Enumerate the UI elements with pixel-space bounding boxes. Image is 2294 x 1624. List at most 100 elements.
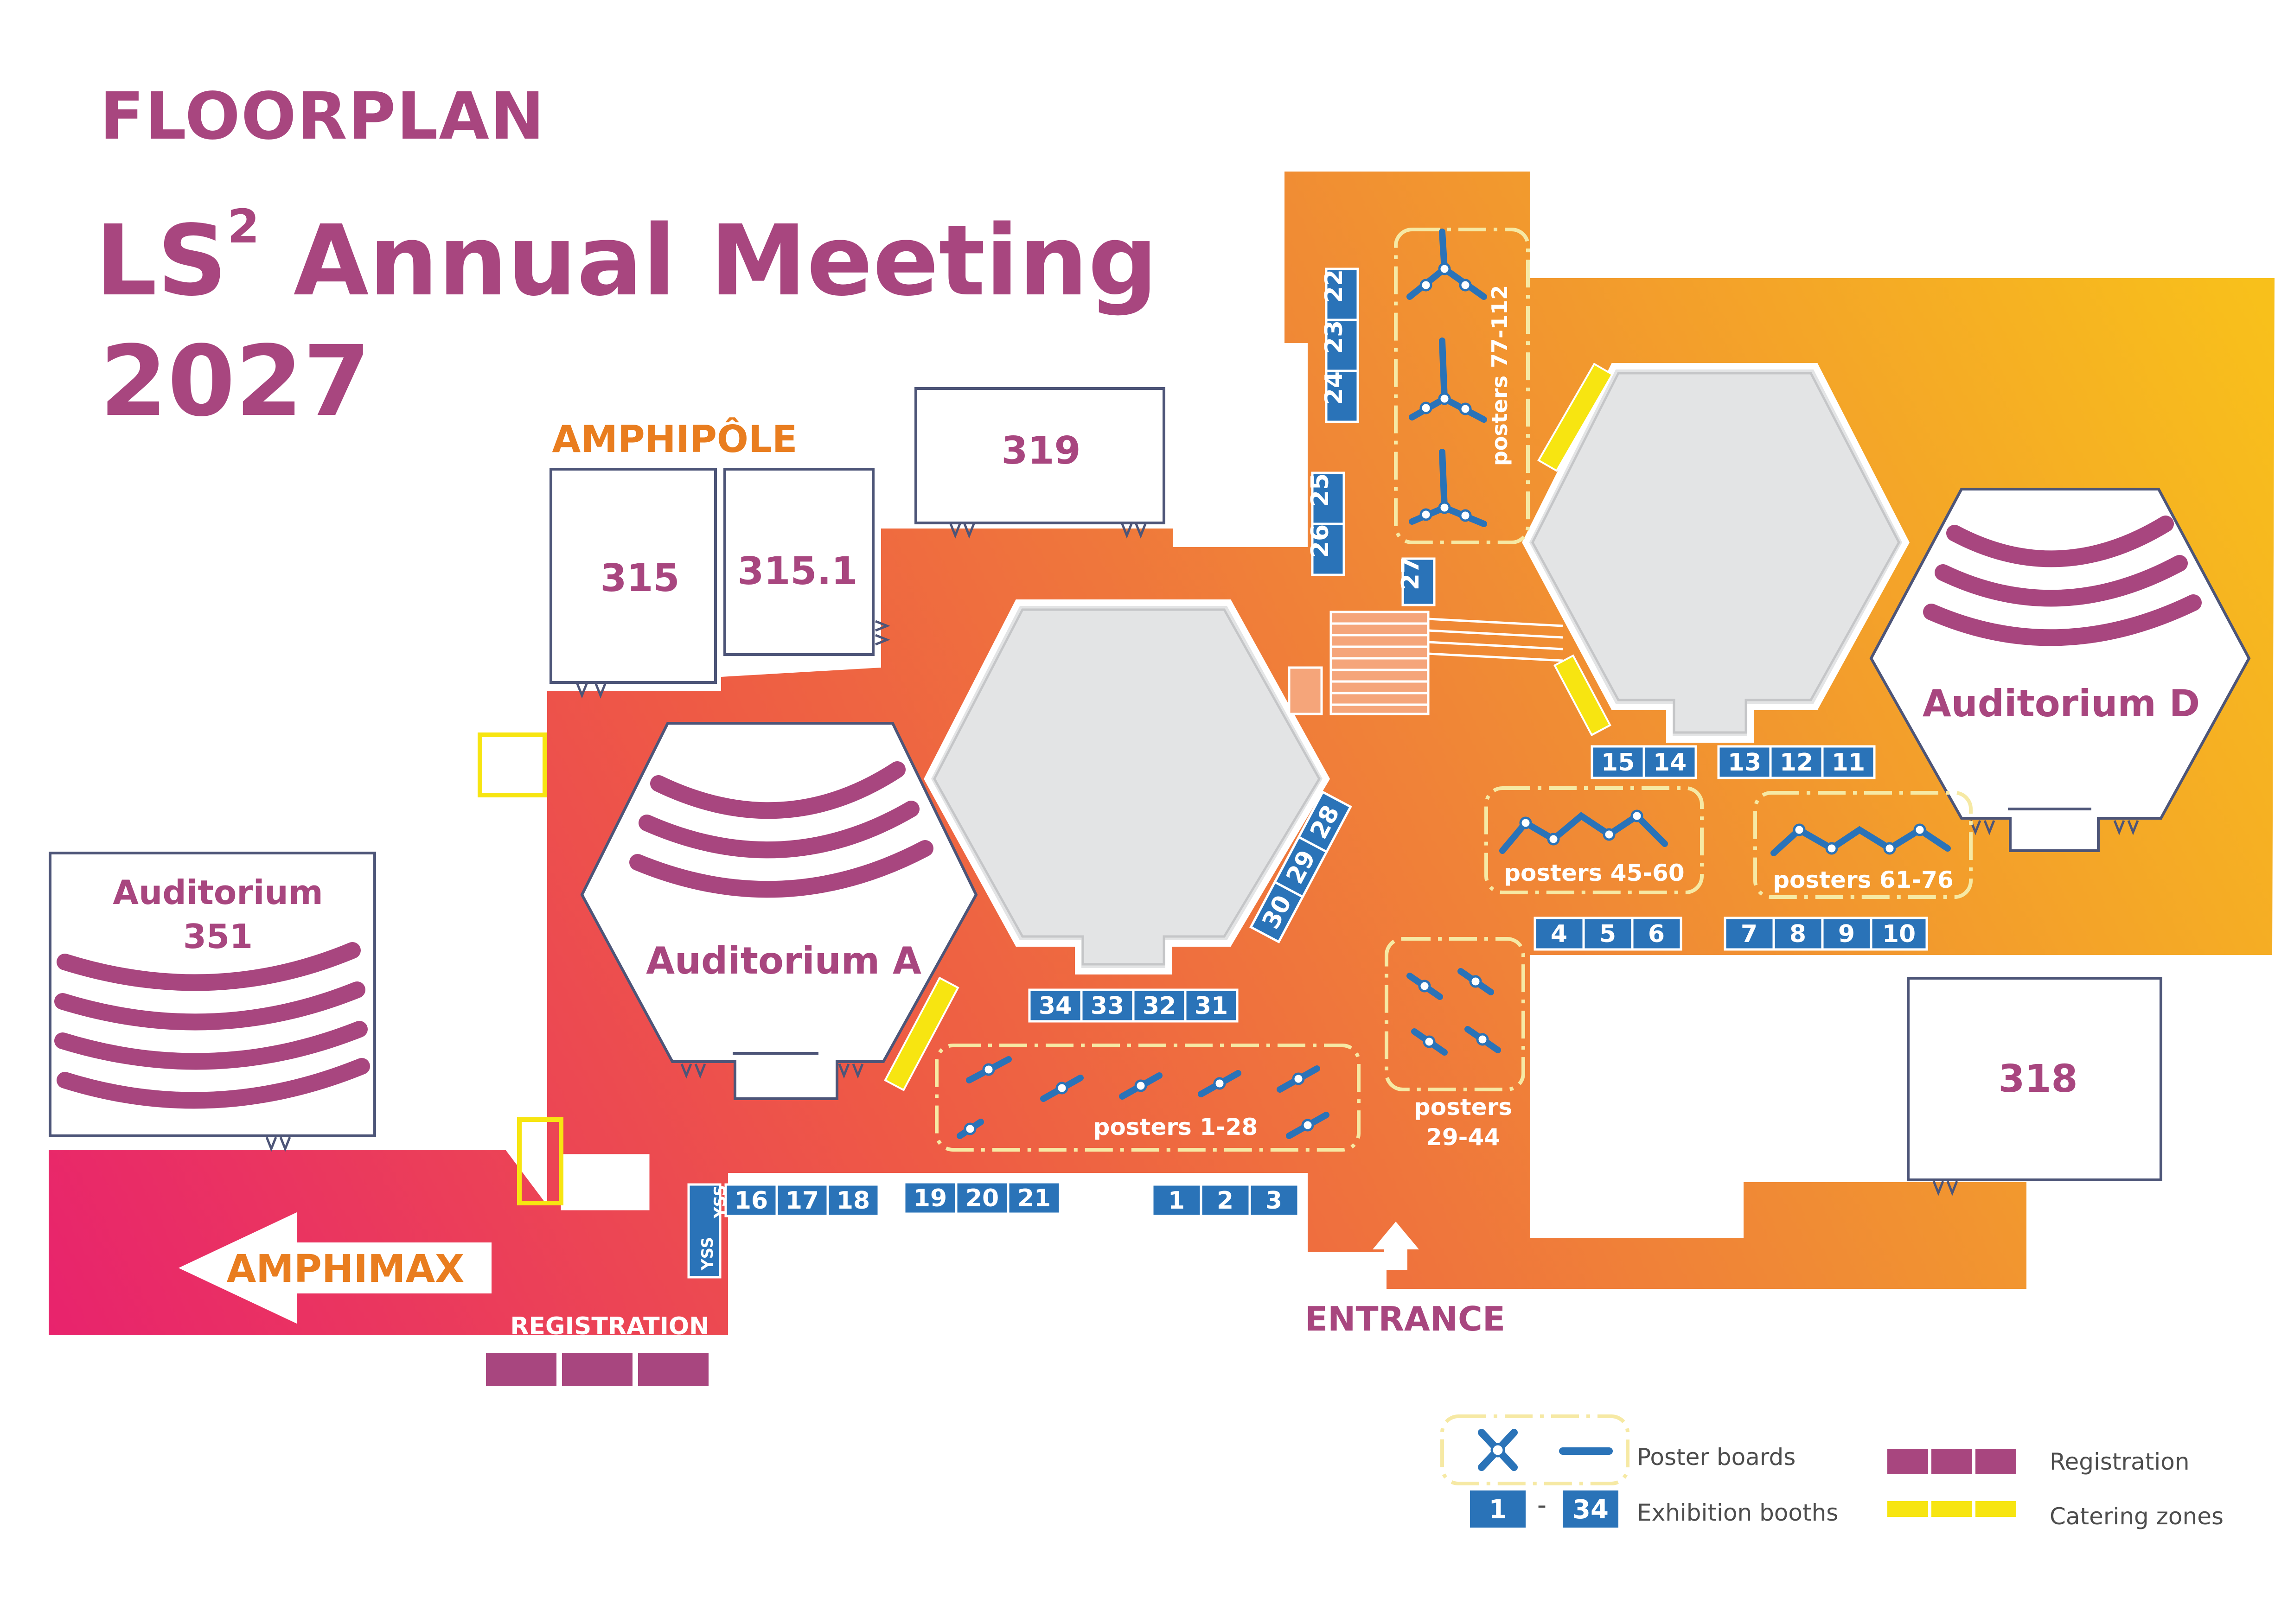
atrium-center xyxy=(924,599,1330,974)
booth-14-label: 14 xyxy=(1653,749,1687,777)
registration-label: REGISTRATION xyxy=(510,1312,709,1340)
booth-yss[interactable] xyxy=(687,1183,722,1279)
booth-33-label: 33 xyxy=(1091,992,1124,1020)
booth-6[interactable] xyxy=(1631,917,1682,951)
booth-12-label: 12 xyxy=(1780,749,1813,777)
booth-25-label: 25 xyxy=(1306,473,1334,507)
auditorium-d-seating xyxy=(1923,516,2202,646)
booth-9-label: 9 xyxy=(1838,920,1855,948)
event-title-rest: Annual Meeting xyxy=(259,204,1158,318)
room-315-1[interactable] xyxy=(723,468,875,656)
booth-18[interactable] xyxy=(826,1183,880,1217)
legend-booth-to: 34 xyxy=(1572,1495,1609,1525)
amphipole-label: AMPHIPÔLE xyxy=(552,417,797,461)
booth-22-label: 22 xyxy=(1320,269,1348,303)
booth-4-label: 4 xyxy=(1551,920,1567,948)
legend-registration-swatch xyxy=(1887,1449,2016,1474)
poster-zone-1-28-label: posters 1-28 xyxy=(1093,1114,1258,1140)
booth-21[interactable] xyxy=(1007,1181,1061,1215)
event-title: LS2 Annual Meeting xyxy=(95,199,1158,318)
booth-23-label: 23 xyxy=(1320,320,1348,354)
bridge-stairs xyxy=(1288,611,1563,715)
poster-zone-61-76[interactable] xyxy=(1753,791,1973,899)
poster-zone-1-28[interactable] xyxy=(935,1044,1361,1152)
booth-24[interactable] xyxy=(1325,369,1359,423)
booth-13[interactable] xyxy=(1717,745,1772,779)
booth-27[interactable] xyxy=(1401,557,1436,606)
booth-16[interactable] xyxy=(724,1183,778,1217)
room-318-label: 318 xyxy=(1998,1057,2077,1101)
amphimax-arrow[interactable] xyxy=(179,1212,492,1324)
booth-1-label: 1 xyxy=(1168,1187,1185,1215)
booth-3[interactable] xyxy=(1248,1183,1300,1217)
booth-yss-label-top: YSS xyxy=(711,1185,729,1219)
booth-9[interactable] xyxy=(1821,917,1872,951)
catering-zones[interactable] xyxy=(478,363,1614,1205)
entrance-arrow xyxy=(1373,1222,1419,1270)
booth-4[interactable] xyxy=(1534,917,1585,951)
booth-25[interactable] xyxy=(1311,471,1345,525)
booth-19[interactable] xyxy=(903,1181,958,1215)
booth-yss-label-bottom: YSS xyxy=(698,1237,717,1271)
booth-6-label: 6 xyxy=(1648,920,1665,948)
poster-zone-77-112-label: posters 77-112 xyxy=(1487,285,1512,466)
booth-17-label: 17 xyxy=(786,1187,819,1215)
booth-13-label: 13 xyxy=(1728,749,1761,777)
booth-27-label: 27 xyxy=(1397,557,1425,590)
entrance-door xyxy=(1083,1203,1101,1217)
entrance-label: ENTRANCE xyxy=(1305,1299,1505,1338)
booth-23[interactable] xyxy=(1325,318,1359,372)
auditorium-d-label: Auditorium D xyxy=(1923,682,2200,725)
room-319[interactable] xyxy=(914,387,1165,524)
poster-zone-77-112[interactable] xyxy=(1394,228,1530,544)
stair-notch-2 xyxy=(607,1154,649,1205)
booth-31-label: 31 xyxy=(1195,992,1228,1020)
room-351-label-line2: 351 xyxy=(183,917,253,956)
poster-zone-61-76-label: posters 61-76 xyxy=(1773,866,1953,893)
booth-31[interactable] xyxy=(1184,988,1239,1023)
legend-exhibition-booths-text: Exhibition booths xyxy=(1637,1499,1838,1526)
booth-7[interactable] xyxy=(1724,917,1775,951)
room-318[interactable] xyxy=(1907,977,2162,1181)
booth-26[interactable] xyxy=(1311,522,1345,576)
booth-2[interactable] xyxy=(1200,1183,1251,1217)
booth-15[interactable] xyxy=(1591,745,1645,779)
legend-booth-from: 1 xyxy=(1489,1495,1507,1525)
legend-poster-zone-swatch xyxy=(1440,1414,1629,1485)
legend-registration-text: Registration xyxy=(2050,1448,2190,1475)
auditorium-351-seating xyxy=(54,942,370,1109)
room-315-1-label: 315.1 xyxy=(737,549,857,593)
legend-catering-swatch xyxy=(1887,1501,2016,1517)
registration-desks[interactable] xyxy=(486,1353,709,1386)
room-315[interactable] xyxy=(550,468,717,684)
booth-18-label: 18 xyxy=(837,1187,870,1215)
event-year: 2027 xyxy=(100,325,371,438)
booth-32[interactable] xyxy=(1132,988,1187,1023)
booth-7-label: 7 xyxy=(1741,920,1757,948)
legend-poster-boards-text: Poster boards xyxy=(1637,1444,1796,1471)
legend-catering-text: Catering zones xyxy=(2050,1503,2224,1530)
booth-28-30-group xyxy=(1249,790,1352,944)
booth-34-label: 34 xyxy=(1039,992,1072,1020)
booth-8-label: 8 xyxy=(1789,920,1806,948)
poster-zones xyxy=(935,228,1973,1152)
poster-zone-29-44[interactable] xyxy=(1385,937,1525,1091)
booth-11[interactable] xyxy=(1821,745,1876,779)
poster-zone-45-60[interactable] xyxy=(1484,786,1704,894)
auditorium-a-label: Auditorium A xyxy=(646,939,921,982)
booth-22[interactable] xyxy=(1325,267,1359,321)
poster-zone-29-44-label-line2: 29-44 xyxy=(1426,1124,1500,1151)
amphimax-label: AMPHIMAX xyxy=(227,1247,465,1291)
booth-5[interactable] xyxy=(1582,917,1634,951)
booth-14[interactable] xyxy=(1642,745,1697,779)
event-title-superscript: 2 xyxy=(227,199,260,254)
booth-10-label: 10 xyxy=(1882,920,1916,948)
legend-booth-swatch-end xyxy=(1563,1490,1618,1528)
booth-3-label: 3 xyxy=(1265,1187,1282,1215)
event-title-main: LS xyxy=(95,204,228,318)
booth-10[interactable] xyxy=(1870,917,1928,951)
booth-28[interactable] xyxy=(1297,790,1352,853)
booth-12[interactable] xyxy=(1769,745,1824,779)
